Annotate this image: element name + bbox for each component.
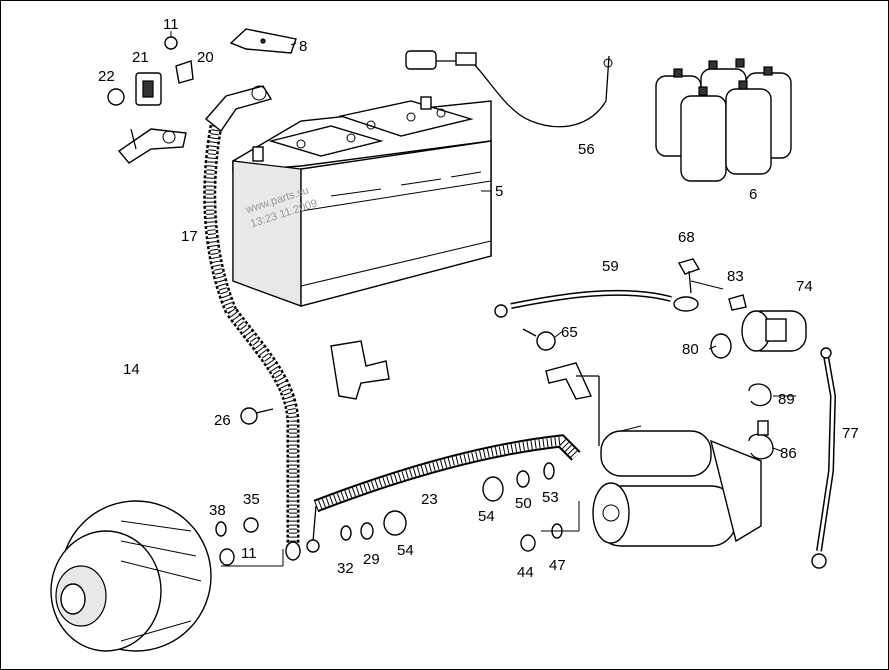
label-26: 26 [214, 412, 231, 429]
cable-77 [811, 347, 837, 569]
label-11-bottom: 11 [241, 545, 257, 562]
label-80: 80 [682, 341, 699, 358]
label-35: 35 [243, 491, 260, 508]
label-54-right: 54 [478, 508, 495, 525]
label-29: 29 [363, 551, 380, 568]
label-68: 68 [678, 229, 695, 246]
label-32: 32 [337, 560, 354, 577]
small-parts-upper-left [107, 36, 194, 106]
cable-59 [494, 289, 699, 318]
clip-89 [748, 383, 772, 407]
label-22: 22 [98, 68, 115, 85]
part-labels: 5 6 8 11 11 14 17 20 21 22 23 26 29 32 3… [98, 16, 859, 581]
screw-68 [677, 258, 701, 294]
label-50: 50 [515, 495, 532, 512]
label-23: 23 [421, 491, 438, 508]
solenoid-74 [710, 294, 807, 359]
cable-56 [405, 50, 613, 128]
cable-14 [117, 128, 552, 491]
label-77: 77 [842, 425, 859, 442]
label-86: 86 [780, 445, 797, 462]
small-hardware [215, 462, 580, 567]
label-54-left: 54 [397, 542, 414, 559]
label-17: 17 [181, 228, 198, 245]
label-21: 21 [132, 49, 149, 66]
label-74: 74 [796, 278, 813, 295]
label-59: 59 [602, 258, 619, 275]
cable-17 [203, 85, 301, 561]
label-83: 83 [727, 268, 744, 285]
bracket [330, 340, 390, 400]
label-11-top: 11 [163, 16, 179, 33]
label-44: 44 [517, 564, 534, 581]
starter-motor [592, 425, 762, 547]
label-14: 14 [123, 361, 140, 378]
label-47: 47 [549, 557, 566, 574]
label-20: 20 [197, 49, 214, 66]
label-56: 56 [578, 141, 595, 158]
strap [545, 362, 600, 446]
battery [232, 96, 492, 307]
leader-lines [170, 31, 796, 452]
cable-23 [306, 434, 581, 553]
label-5: 5 [495, 183, 503, 200]
label-8: 8 [299, 38, 307, 55]
electrolyte-bottles [655, 58, 792, 182]
screw-26 [240, 407, 274, 425]
terminal-cover-8 [229, 28, 297, 54]
label-89: 89 [778, 391, 795, 408]
screw-65 [522, 328, 556, 351]
label-38: 38 [209, 502, 226, 519]
alternator [50, 500, 212, 652]
clip-86 [748, 420, 774, 460]
label-6: 6 [749, 186, 757, 203]
label-53: 53 [542, 489, 559, 506]
label-65: 65 [561, 324, 578, 341]
